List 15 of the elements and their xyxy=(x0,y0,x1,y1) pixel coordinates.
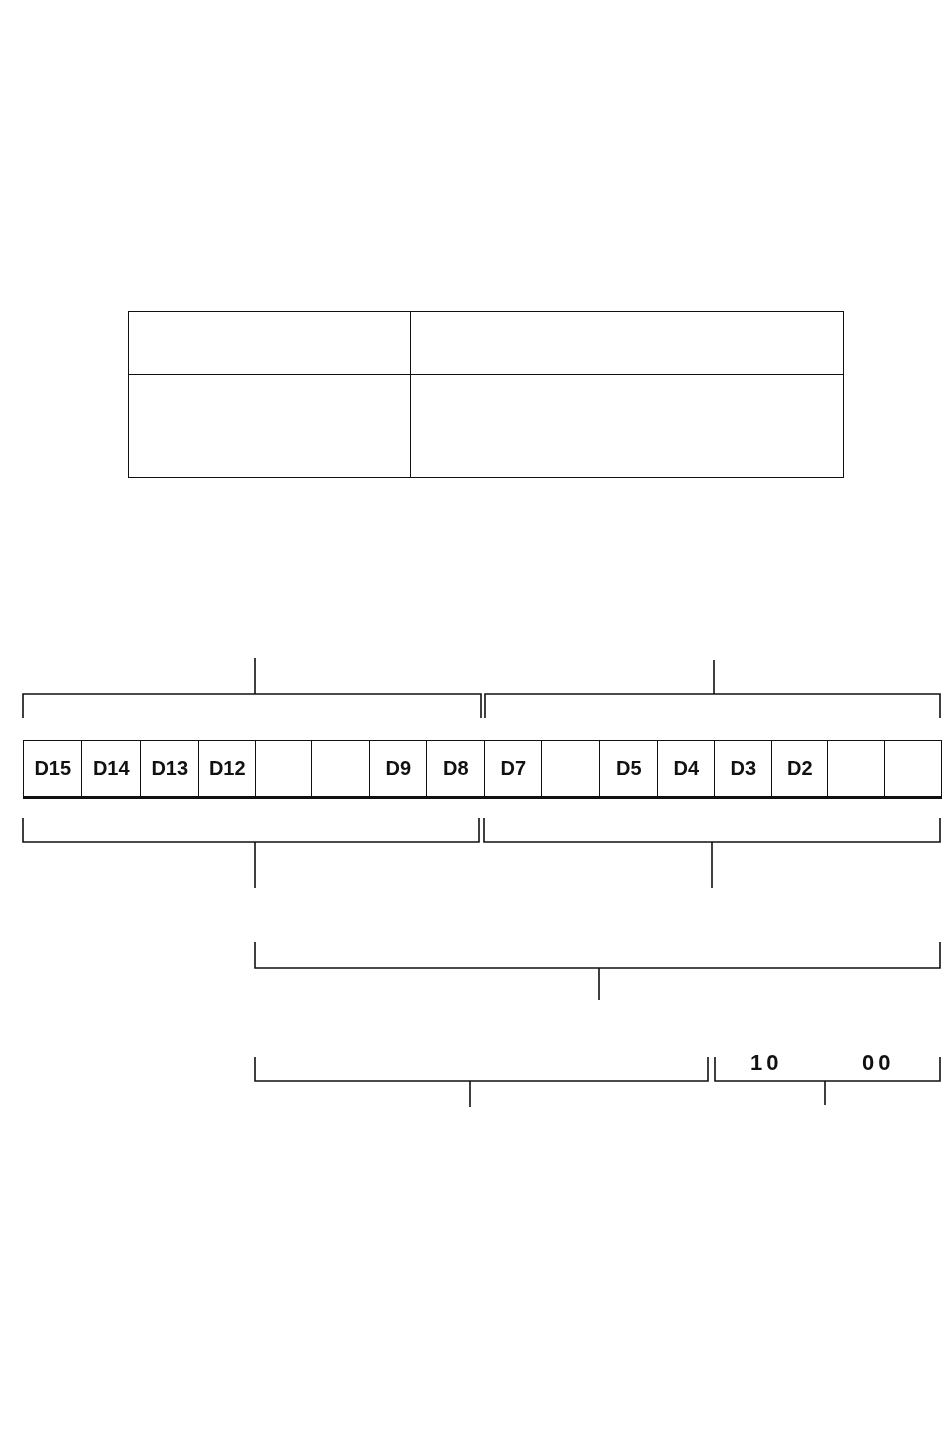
bit-field: D12 xyxy=(198,740,257,799)
bit-field: D5 xyxy=(599,740,659,799)
empty-bit-field xyxy=(884,740,942,799)
empty-bit-field xyxy=(255,740,313,799)
bit-field: D3 xyxy=(714,740,773,799)
bit-field: D15 xyxy=(23,740,83,799)
bit-value: 10 xyxy=(750,1050,783,1076)
bit-field: D9 xyxy=(369,740,428,799)
bit-value: 00 xyxy=(862,1050,895,1076)
bit-field: D4 xyxy=(657,740,716,799)
bit-field: D8 xyxy=(426,740,486,799)
bit-field: D7 xyxy=(484,740,543,799)
bit-field: D14 xyxy=(81,740,142,799)
bit-field: D2 xyxy=(771,740,829,799)
bit-field: D13 xyxy=(140,740,200,799)
